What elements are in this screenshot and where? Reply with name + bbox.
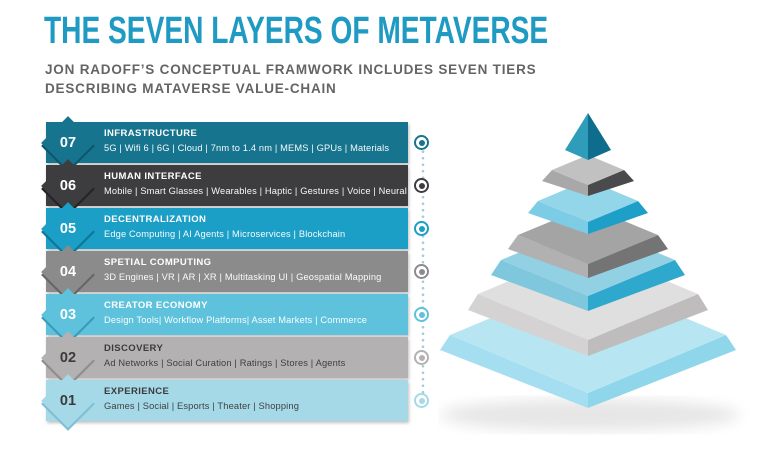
layer-number-badge: 06: [41, 158, 95, 216]
pyramid-face: [508, 235, 588, 278]
pyramid-face: [528, 201, 588, 234]
layer-description: Ad Networks | Social Curation | Ratings …: [104, 357, 346, 368]
layer-row-02-discovery: DISCOVERY Ad Networks | Social Curation …: [41, 330, 408, 388]
layer-number-badge: 07: [41, 115, 95, 173]
pyramid-face: [542, 170, 588, 196]
layer-description: Edge Computing | AI Agents | Microservic…: [104, 228, 346, 239]
layer-bar: EXPERIENCE Games | Social | Esports | Th…: [46, 380, 408, 421]
timeline-marker-05: [414, 221, 429, 236]
pyramid-ground-shadow: [440, 399, 740, 431]
layer-title: CREATOR ECONOMY: [104, 300, 208, 311]
pyramid-face: [468, 294, 588, 356]
layer-description: Games | Social | Esports | Theater | Sho…: [104, 400, 300, 411]
layer-title: INFRASTRUCTURE: [104, 128, 198, 139]
pyramid-svg: [440, 113, 740, 431]
layer-title: EXPERIENCE: [104, 386, 170, 397]
layer-bar: DISCOVERY Ad Networks | Social Curation …: [46, 337, 408, 378]
layer-bar: HUMAN INTERFACE Mobile | Smart Glasses |…: [46, 165, 408, 206]
timeline-marker-dot: [418, 182, 425, 189]
timeline-marker-04: [414, 264, 429, 279]
pyramid-face: [538, 180, 638, 222]
layer-number-badge: 03: [41, 287, 95, 345]
layer-title: DISCOVERY: [104, 343, 164, 354]
pyramid-face: [588, 201, 648, 234]
timeline-marker-06: [414, 178, 429, 193]
timeline-marker-dot: [418, 354, 425, 361]
pyramid-face: [588, 294, 708, 356]
timeline-marker-dot: [418, 139, 425, 146]
layer-row-05-decentralization: DECENTRALIZATION Edge Computing | AI Age…: [41, 201, 408, 259]
layer-description: Design Tools| Workflow Platforms| Asset …: [104, 314, 368, 325]
layer-bar: INFRASTRUCTURE 5G | Wifi 6 | 6G | Cloud …: [46, 122, 408, 163]
layer-description: 3D Engines | VR | AR | XR | Multitasking…: [104, 271, 382, 282]
layer-description: 5G | Wifi 6 | 6G | Cloud | 7nm to 1.4 nm…: [104, 142, 390, 153]
layer-bar: CREATOR ECONOMY Design Tools| Workflow P…: [46, 294, 408, 335]
page-subtitle: JON RADOFF’S CONCEPTUAL FRAMWORK INCLUDE…: [45, 62, 537, 96]
layer-bar: SPETIAL COMPUTING 3D Engines | VR | AR |…: [46, 251, 408, 292]
timeline-marker-01: [414, 393, 429, 408]
layer-number: 06: [59, 177, 77, 194]
layer-row-04-spetial-computing: SPETIAL COMPUTING 3D Engines | VR | AR |…: [41, 244, 408, 302]
timeline-marker-02: [414, 350, 429, 365]
layer-number: 01: [59, 392, 77, 409]
timeline: [414, 122, 431, 422]
pyramid-illustration: [438, 95, 768, 455]
layer-title: SPETIAL COMPUTING: [104, 257, 212, 268]
layer-number-badge: 01: [41, 373, 95, 431]
layer-row-07-infrastructure: INFRASTRUCTURE 5G | Wifi 6 | 6G | Cloud …: [41, 115, 408, 173]
layer-row-06-human-interface: HUMAN INTERFACE Mobile | Smart Glasses |…: [41, 158, 408, 216]
pyramid-face: [588, 335, 736, 408]
layer-number-badge: 02: [41, 330, 95, 388]
layer-title: HUMAN INTERFACE: [104, 171, 202, 182]
timeline-marker-dot: [418, 397, 425, 404]
pyramid-face: [491, 260, 588, 311]
timeline-marker-dot: [418, 268, 425, 275]
pyramid-face: [588, 235, 668, 278]
layer-row-01-experience: EXPERIENCE Games | Social | Esports | Th…: [41, 373, 408, 431]
layer-row-03-creator-economy: CREATOR ECONOMY Design Tools| Workflow P…: [41, 287, 408, 345]
pyramid-face: [565, 113, 588, 160]
layer-number: 02: [59, 349, 77, 366]
pyramid-face: [552, 155, 624, 185]
layer-number-badge: 05: [41, 201, 95, 259]
pyramid-face: [588, 170, 634, 196]
pyramid-face: [440, 335, 588, 408]
layer-title: DECENTRALIZATION: [104, 214, 207, 225]
timeline-marker-03: [414, 307, 429, 322]
layer-bar: DECENTRALIZATION Edge Computing | AI Age…: [46, 208, 408, 249]
timeline-marker-dot: [418, 225, 425, 232]
layer-number: 04: [59, 263, 77, 280]
page-title: THE SEVEN LAYERS OF METAVERSE: [44, 10, 549, 52]
pyramid-face: [588, 113, 611, 160]
layer-number: 05: [59, 220, 77, 237]
pyramid-face: [588, 260, 685, 311]
layer-description: Mobile | Smart Glasses | Wearables | Hap…: [104, 185, 407, 196]
layer-number: 07: [59, 134, 77, 151]
timeline-marker-07: [414, 135, 429, 150]
layer-list: INFRASTRUCTURE 5G | Wifi 6 | 6G | Cloud …: [41, 115, 408, 431]
layer-number-badge: 04: [41, 244, 95, 302]
timeline-marker-dot: [418, 311, 425, 318]
layer-number: 03: [59, 306, 77, 323]
